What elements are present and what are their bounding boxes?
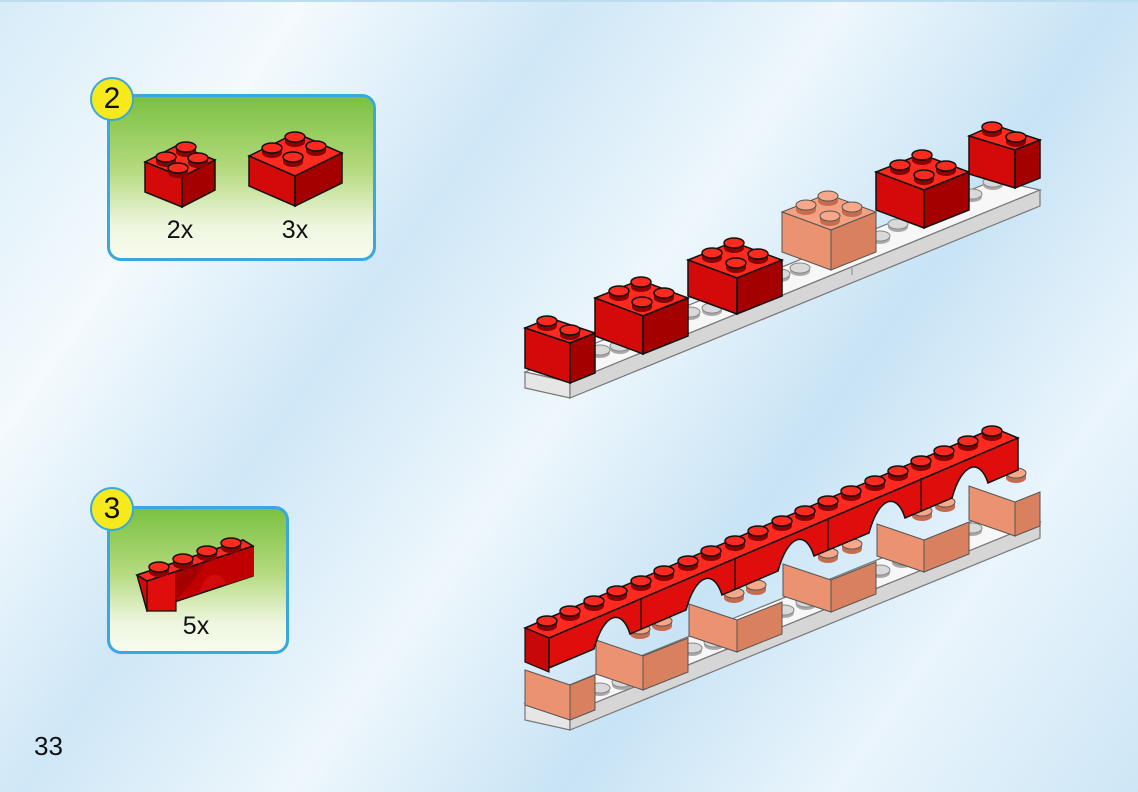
part-quantity-brick-2x3: 3x (281, 216, 309, 244)
assembly-step-2 (522, 121, 1043, 399)
step-3-badge: 3 (90, 487, 134, 531)
part-icon-brick-2x3 (247, 131, 344, 208)
part-quantity-brick-2x2: 2x (166, 216, 194, 244)
part-icon-brick-2x2 (143, 141, 217, 209)
step-2-number: 2 (103, 82, 121, 115)
part-icon-arch-1x4 (135, 537, 255, 612)
page-number: 33 (34, 731, 63, 761)
step-3-number: 3 (103, 492, 121, 525)
assembly-step-3 (522, 425, 1043, 731)
part-quantity-arch-1x4: 5x (182, 612, 210, 640)
step-2-badge: 2 (90, 77, 134, 121)
